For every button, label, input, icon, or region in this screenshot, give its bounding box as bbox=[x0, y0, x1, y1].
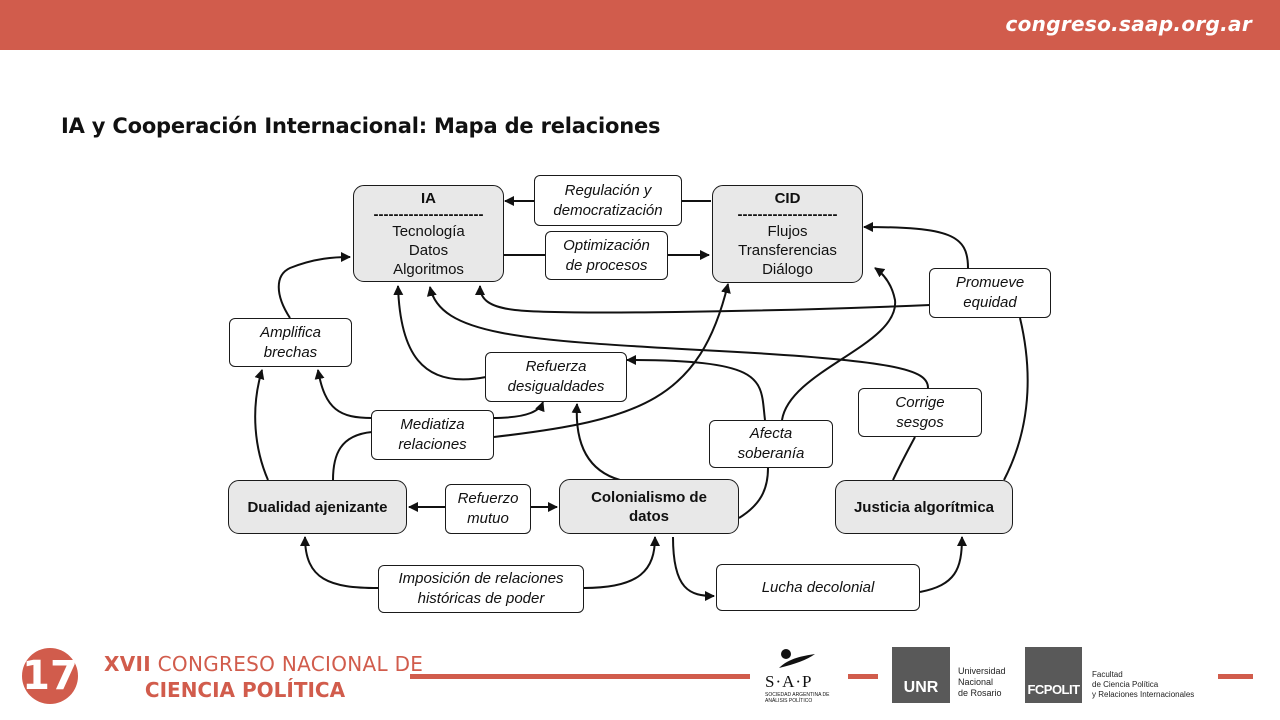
arrow-justicia-corrige bbox=[892, 436, 916, 481]
arrow-afecta-cid bbox=[781, 267, 897, 421]
slide-title: IA y Cooperación Internacional: Mapa de … bbox=[61, 114, 661, 138]
node-ia-line: Algoritmos bbox=[393, 260, 464, 278]
arrow-lucha-justicia bbox=[919, 536, 967, 593]
node-dualidad-title: Dualidad ajenizante bbox=[247, 498, 388, 516]
footer-divider bbox=[848, 674, 878, 679]
node-ia-line: Tecnología bbox=[392, 222, 465, 240]
node-cid-divider: -------------------- bbox=[737, 208, 838, 222]
node-colonialismo: Colonialismo de datos bbox=[559, 479, 739, 534]
label-amplifica: Amplifica brechas bbox=[229, 318, 352, 367]
node-ia: IA ---------------------- Tecnología Dat… bbox=[353, 185, 504, 282]
arrow-mediatiza-refuerza bbox=[491, 401, 545, 419]
congress-name-line1: XVII CONGRESO NACIONAL DE bbox=[104, 652, 423, 676]
congress-name-line2: CIENCIA POLÍTICA bbox=[144, 678, 346, 702]
header-bar: congreso.saap.org.ar bbox=[0, 0, 1280, 50]
unr-logo: UNR bbox=[892, 647, 950, 703]
saap-emblem-icon bbox=[779, 649, 815, 668]
node-ia-line: Datos bbox=[408, 241, 449, 259]
arrow-justicia-promueve bbox=[1003, 317, 1029, 481]
congress-roman-numeral: XVII bbox=[104, 652, 151, 676]
label-promueve: Promueve equidad bbox=[929, 268, 1051, 318]
arrow-promueve-ia bbox=[475, 285, 931, 314]
unr-full-name: Universidad Nacional de Rosario bbox=[958, 666, 1006, 698]
arrow-afecta-refuerza bbox=[626, 355, 766, 421]
node-cid-title: CID bbox=[774, 190, 801, 207]
node-cid: CID -------------------- Flujos Transfer… bbox=[712, 185, 863, 283]
saap-logo: S·A·P SOCIEDAD ARGENTINA DE ANÁLISIS POL… bbox=[763, 648, 831, 706]
arrow-colonialismo-lucha bbox=[672, 536, 715, 601]
saap-full-name: SOCIEDAD ARGENTINA DE ANÁLISIS POLÍTICO bbox=[765, 692, 830, 704]
site-url[interactable]: congreso.saap.org.ar bbox=[1005, 12, 1252, 36]
label-mediatiza: Mediatiza relaciones bbox=[371, 410, 494, 460]
node-cid-line: Transferencias bbox=[738, 242, 837, 259]
arrow-imposicion-left bbox=[300, 536, 379, 589]
label-afecta: Afecta soberanía bbox=[709, 420, 833, 468]
label-corrige: Corrige sesgos bbox=[858, 388, 982, 437]
footer-divider bbox=[1218, 674, 1253, 679]
label-refuerzo: Refuerzo mutuo bbox=[445, 484, 531, 534]
label-lucha: Lucha decolonial bbox=[716, 564, 920, 611]
arrow-refuerza-ia bbox=[393, 285, 487, 381]
node-ia-title: IA bbox=[421, 189, 436, 207]
label-refuerza: Refuerza desigualdades bbox=[485, 352, 627, 402]
arrow-colonialismo-afecta bbox=[738, 467, 769, 519]
saap-acronym: S·A·P bbox=[765, 672, 813, 691]
congress-name-text: CONGRESO NACIONAL DE bbox=[157, 652, 424, 676]
label-optimizacion: Optimización de procesos bbox=[545, 231, 668, 280]
node-ia-divider: ---------------------- bbox=[373, 207, 484, 222]
arrow-mediatiza-cid bbox=[493, 283, 731, 438]
arrow-dualidad-mediatiza bbox=[332, 431, 373, 481]
node-cid-line: Flujos bbox=[767, 223, 808, 240]
fcpolit-logo: FCPOLIT bbox=[1025, 647, 1082, 703]
arrow-corrige-ia bbox=[426, 286, 929, 389]
arrow-colonialismo-refuerza bbox=[571, 403, 621, 481]
node-justicia: Justicia algorítmica bbox=[835, 480, 1013, 534]
node-colonialismo-title: Colonialismo de datos bbox=[591, 488, 707, 525]
node-justicia-title: Justicia algorítmica bbox=[853, 498, 995, 516]
label-imposicion: Imposición de relaciones históricas de p… bbox=[378, 565, 584, 613]
node-cid-line: Diálogo bbox=[762, 261, 813, 278]
arrow-mediatiza-amplifica bbox=[314, 369, 373, 419]
arrow-dualidad-amplifica bbox=[254, 369, 269, 481]
footer-divider bbox=[410, 674, 750, 679]
arrow-promueve-cid bbox=[863, 222, 969, 269]
fcpolit-full-name: Facultad de Ciencia Política y Relacione… bbox=[1092, 670, 1195, 699]
label-regulacion: Regulación y democratización bbox=[534, 175, 682, 226]
arrow-amplifica-ia bbox=[277, 252, 351, 319]
congress-number-badge: 17 bbox=[22, 648, 78, 704]
node-dualidad: Dualidad ajenizante bbox=[228, 480, 407, 534]
arrow-imposicion-right bbox=[583, 536, 660, 589]
